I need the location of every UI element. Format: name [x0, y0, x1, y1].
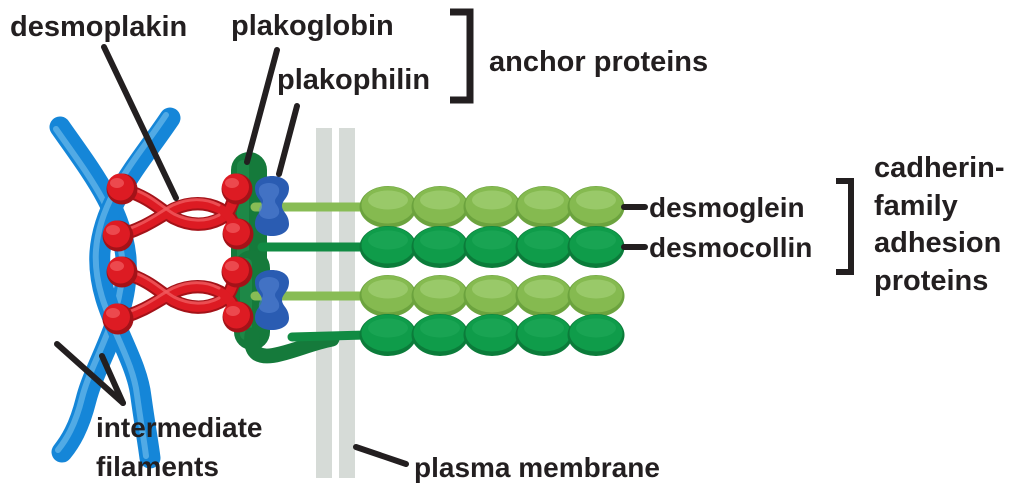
- label-plakoglobin: plakoglobin: [231, 10, 394, 42]
- plakophilin-leader-line: [276, 103, 300, 177]
- label-desmoplakin: desmoplakin: [10, 11, 187, 43]
- membrane-leader-line: [353, 444, 409, 467]
- anchor-proteins-bracket: [450, 8, 474, 104]
- plakoglobin-tail: [244, 327, 340, 364]
- label-cadherin-line2: family: [874, 190, 958, 222]
- filaments-leader-line-1: [54, 341, 126, 406]
- plakoglobin-leader-line: [244, 47, 280, 165]
- label-cadherin-line1: cadherin-: [874, 152, 1005, 184]
- label-intermediate-filaments: intermediate filaments: [96, 412, 263, 482]
- label-intermediate: intermediate: [96, 412, 263, 443]
- label-plakophilin: plakophilin: [277, 64, 430, 96]
- label-desmoglein: desmoglein: [649, 192, 805, 223]
- label-anchor-proteins: anchor proteins: [489, 46, 708, 78]
- desmocollin-chain-1: [359, 226, 625, 268]
- label-desmocollin: desmocollin: [649, 232, 812, 263]
- label-cadherin-line3: adhesion: [874, 227, 1001, 259]
- label-cadherin-family: cadherin- family adhesion proteins: [874, 152, 1005, 297]
- desmocollin-stem-2: [287, 330, 371, 342]
- filaments-leader-line-2: [99, 353, 126, 406]
- cadherin-family-bracket: [836, 178, 854, 275]
- membrane-leaflet-right: [339, 128, 355, 478]
- desmoglein-chain-2: [359, 275, 625, 317]
- desmoplakin-leader-line: [101, 44, 179, 201]
- filament-strand-2: [89, 107, 181, 469]
- label-filaments: filaments: [96, 451, 219, 482]
- plasma-membrane: [316, 128, 355, 478]
- desmocollin-chain-2: [359, 314, 625, 356]
- label-plasma-membrane: plasma membrane: [414, 452, 660, 483]
- desmoglein-chain-1: [359, 186, 625, 228]
- membrane-leaflet-left: [316, 128, 332, 478]
- label-cadherin-line4: proteins: [874, 265, 988, 297]
